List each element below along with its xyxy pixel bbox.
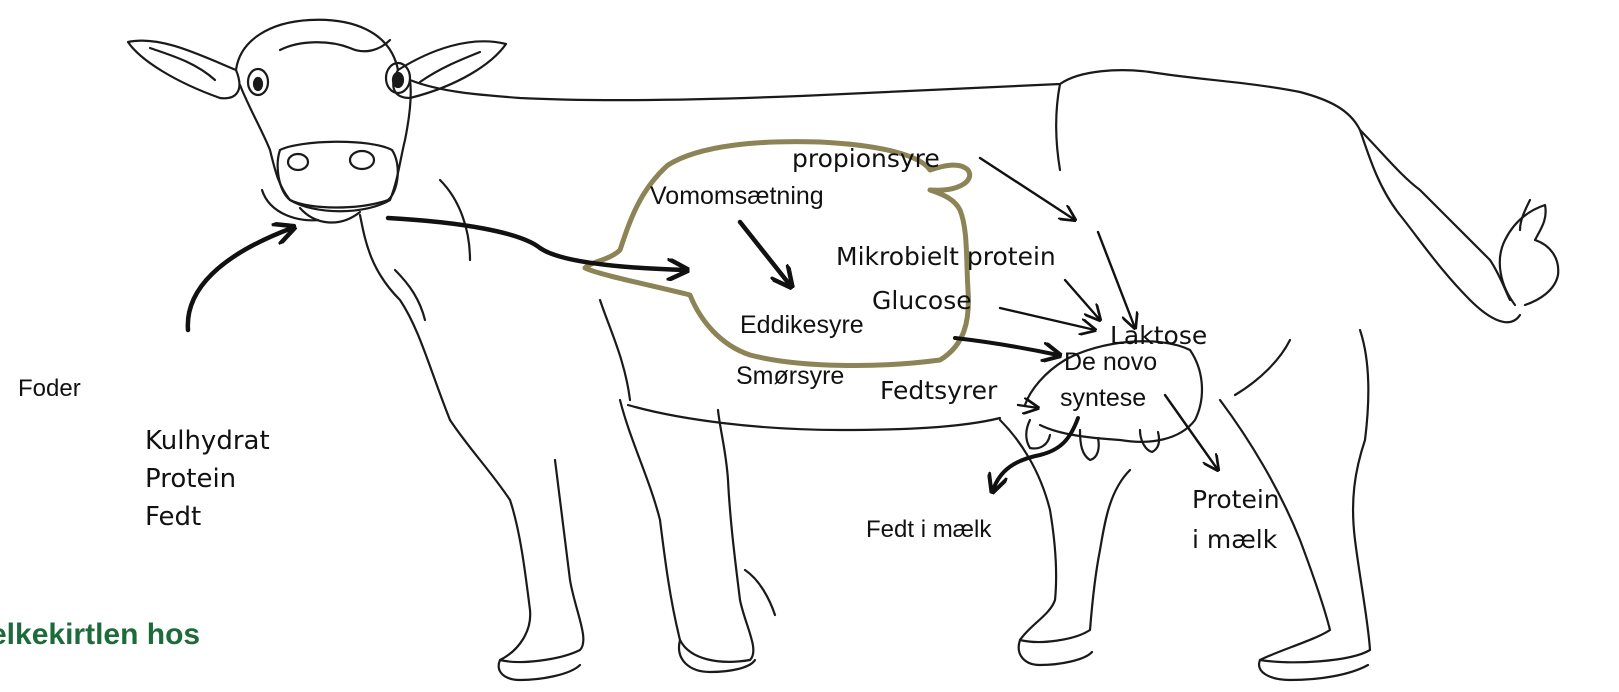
protein-out-arrow [1165,395,1218,470]
label-foder: Foder [18,377,81,401]
eddikesyre-arrow [955,338,1058,355]
propionsyre-to-laktose-arrow [1098,232,1135,328]
label-laktose: Laktose [1110,323,1207,348]
label-eddikesyre: Eddikesyre [740,313,864,338]
feed-intake-arrow [188,228,292,330]
label-protein-i-maelk-2: i mælk [1192,527,1277,552]
fedtsyrer-arrow [1018,405,1038,408]
cow-outline [128,20,1558,680]
label-glucose: Glucose [872,288,972,313]
mikrobielt-protein-arrow [1065,280,1100,320]
feed-component-kulhydrat: Kulhydrat [145,422,270,460]
feed-component-fedt: Fedt [145,498,270,536]
feed-to-rumen-arrow [388,218,685,270]
label-vomomsaetning: Vomomsætning [650,184,824,209]
feed-component-protein: Protein [145,460,270,498]
label-fedtsyrer: Fedtsyrer [880,378,997,403]
label-protein-i-maelk-1: Protein [1192,487,1280,512]
label-mikrobielt-protein: Mikrobielt protein [836,244,1056,269]
label-smorsyre: Smørsyre [736,364,844,389]
propionsyre-arrow [980,158,1075,220]
glucose-arrow [1000,308,1095,330]
fermentation-arrow [740,222,790,285]
label-de-novo: De novo [1064,350,1157,375]
label-fedt-i-maelk: Fedt i mælk [866,518,991,542]
feed-components-list: Kulhydrat Protein Fedt [145,422,270,536]
label-syntese: syntese [1060,386,1146,411]
label-propionsyre: propionsyre [792,146,940,171]
fat-out-arrow [993,418,1078,490]
caption-text: elkekirtlen hos [0,618,200,652]
